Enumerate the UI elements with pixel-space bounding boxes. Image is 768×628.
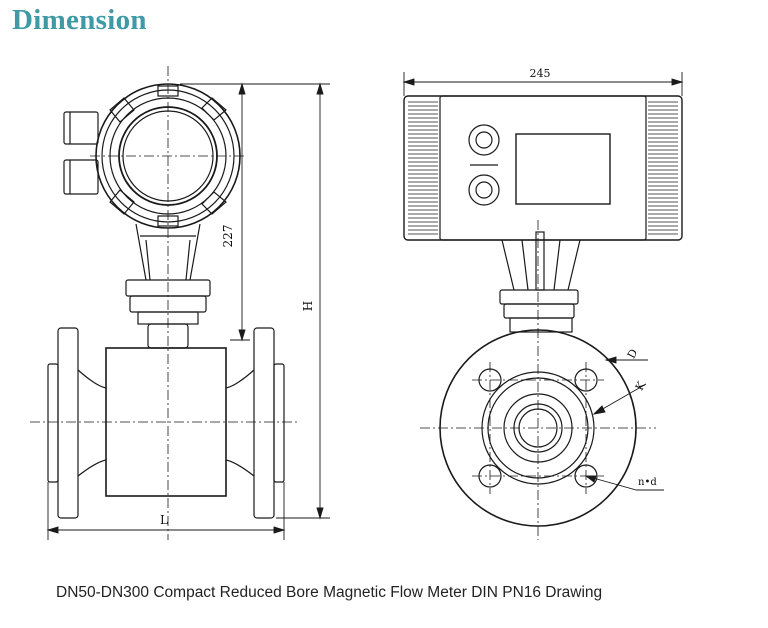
flow-tube-side [47, 327, 285, 519]
leader-k [592, 383, 647, 415]
converter-head-front [403, 95, 683, 333]
dimension-245-label: 245 [530, 67, 551, 80]
dimension-h-label: H [301, 301, 315, 311]
front-view: 245 D K n•d [402, 67, 684, 540]
side-view: 227 H L [30, 66, 330, 540]
dimension-227-label: 227 [221, 225, 235, 248]
cooling-fins-right [648, 101, 678, 235]
cooling-fins-left [408, 101, 438, 235]
leader-d [604, 356, 648, 364]
dimension-n-d-label: n•d [638, 477, 657, 488]
converter-head-side [63, 83, 241, 349]
page-title: Dimension [12, 4, 147, 36]
dimension-l-label: L [160, 513, 168, 527]
dimension-d-label: D [625, 347, 641, 361]
dimension-l [46, 482, 286, 540]
dimension-h [180, 82, 330, 520]
drawing-caption: DN50-DN300 Compact Reduced Bore Magnetic… [56, 584, 603, 601]
center-lines-front [420, 220, 656, 540]
dimension-245 [402, 72, 684, 96]
center-lines-side [30, 66, 300, 540]
leader-n-d [584, 475, 664, 491]
